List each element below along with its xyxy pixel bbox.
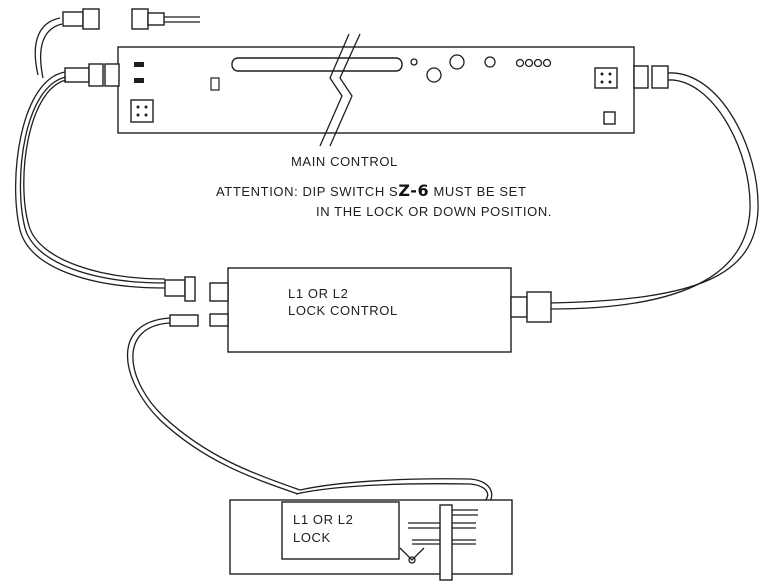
indicator-icon xyxy=(410,58,418,66)
lock-control-label-line-1: L1 OR L2 xyxy=(288,286,348,301)
lock-label-line-2: LOCK xyxy=(293,530,331,545)
dip-switch-handwritten: Z-6 xyxy=(398,181,429,200)
slot-icon xyxy=(231,57,403,72)
break-lines xyxy=(319,33,361,147)
attention-prefix: ATTENTION: DIP SWITCH S xyxy=(216,184,398,199)
jumper-icon xyxy=(210,77,220,91)
lock-plate xyxy=(229,499,513,581)
attention-line-1: ATTENTION: DIP SWITCH SZ-6 MUST BE SET xyxy=(216,181,527,200)
lock-label-line-1: L1 OR L2 xyxy=(293,512,353,527)
attention-line-2: IN THE LOCK OR DOWN POSITION. xyxy=(316,204,552,219)
main-control-board xyxy=(64,46,669,134)
dip-switch-icon xyxy=(130,99,154,123)
knob-icon xyxy=(449,54,465,70)
lock-control-to-lock-wires xyxy=(126,317,493,511)
loose-connector-pair xyxy=(34,8,200,79)
lock-control-box xyxy=(164,267,552,353)
knob-icon xyxy=(426,67,442,83)
lock-bolt-icon xyxy=(439,504,453,581)
attention-suffix: MUST BE SET xyxy=(429,184,526,199)
main-to-lock-control-wires xyxy=(15,71,166,289)
indicator-icon xyxy=(484,56,496,68)
right-cable xyxy=(550,72,759,310)
main-control-label: MAIN CONTROL xyxy=(291,154,398,169)
led-icon xyxy=(134,78,144,83)
lock-control-label-line-2: LOCK CONTROL xyxy=(288,303,398,318)
led-icon xyxy=(134,62,144,67)
dip-switch-icon xyxy=(594,67,618,89)
